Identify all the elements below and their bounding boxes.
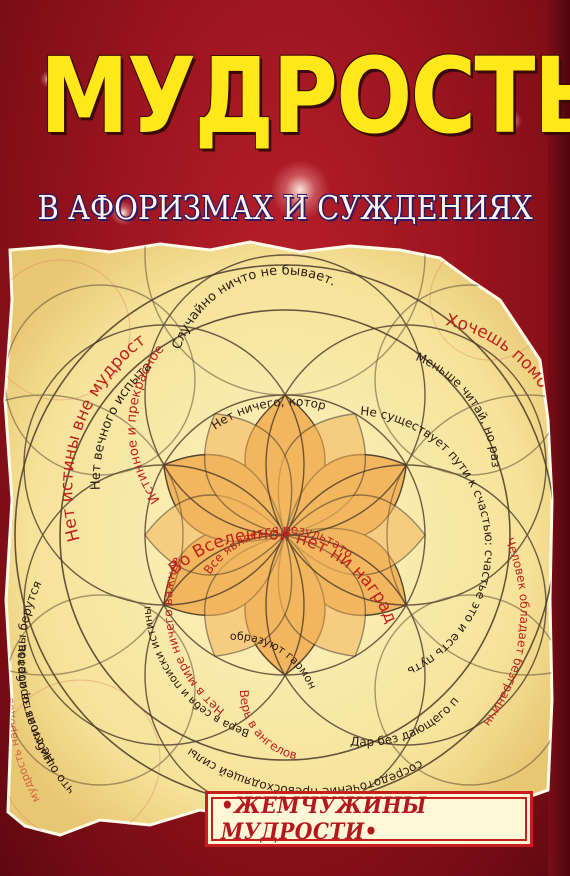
cover-edge — [548, 0, 570, 876]
series-label: •ЖЕМЧУЖИНЫ МУДРОСТИ• — [220, 793, 427, 845]
sparkle-light — [270, 160, 330, 220]
sparkle-light — [500, 110, 522, 132]
sparkle-light — [110, 200, 136, 226]
series-badge: •ЖЕМЧУЖИНЫ МУДРОСТИ• — [205, 791, 533, 847]
pattern-circles — [5, 242, 552, 816]
flower-petals — [144, 393, 426, 676]
book-title: МУДРОСТЬ — [39, 35, 570, 157]
sparkle-light — [40, 70, 58, 88]
book-subtitle: В АФОРИЗМАХ И СУЖДЕНИЯХ — [37, 188, 533, 227]
